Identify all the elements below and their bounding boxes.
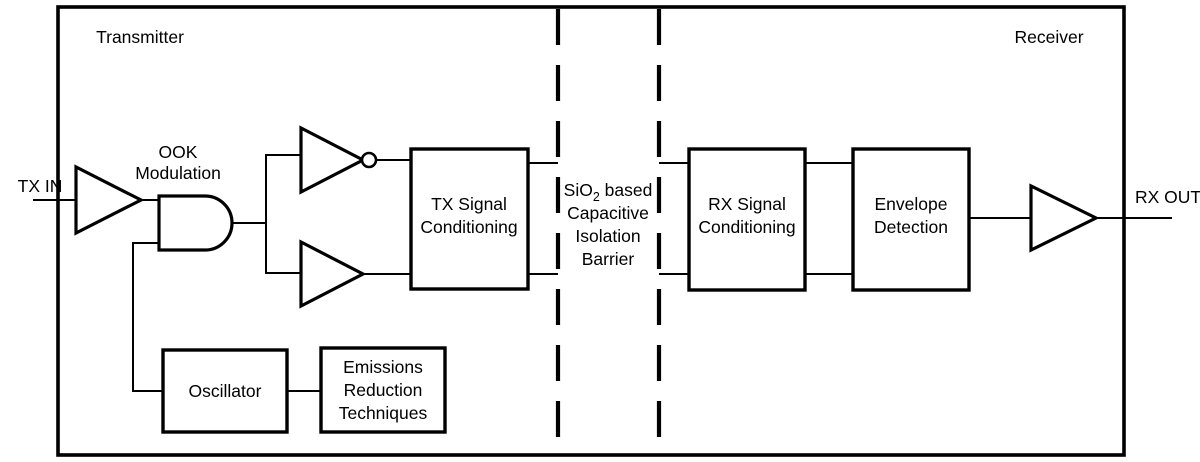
inverter-top-gate [299,125,367,195]
rx-signal-conditioning-label-line1: RX Signal [708,194,786,214]
ook-modulation-label-line1: OOK [159,142,198,162]
wire-fanout-top [265,154,301,223]
wire-fanout-bottom [265,223,301,274]
emissions-reduction-label-line3: Techniques [339,403,428,423]
device-outline [56,5,1126,457]
emissions-reduction-label-line2: Reduction [344,380,423,400]
buffer-bottom-gate [299,239,367,309]
tx-signal-conditioning-block [409,147,530,291]
tx-in-port-label: TX IN [18,176,63,196]
envelope-detection-label-line2: Detection [874,217,948,237]
rx-signal-conditioning-label-line2: Conditioning [698,217,795,237]
emissions-reduction-block [319,346,447,434]
ook-modulation-label-line2: Modulation [135,163,221,183]
inverter-bubble-icon [360,151,378,169]
oscillator-block [161,348,289,434]
tx-signal-conditioning-label-line1: TX Signal [431,194,507,214]
rx-out-port-label: RX OUT [1135,187,1200,207]
and-gate [157,194,234,252]
transmitter-section-label: Transmitter [96,27,184,47]
envelope-detection-block [851,147,971,292]
output-buffer-gate [1029,183,1100,253]
isolation-barrier-label-line3: Isolation [575,226,640,246]
isolation-barrier-label-line2: Capacitive [567,203,649,223]
envelope-detection-label-line1: Envelope [875,194,948,214]
tx-signal-conditioning-label-line2: Conditioning [420,217,517,237]
wire-oscillator-feedback [132,242,163,392]
isolation-barrier-label-line4: Barrier [582,249,635,269]
receiver-section-label: Receiver [1014,27,1083,47]
rx-signal-conditioning-block [687,147,807,292]
barrier-sio2-prefix: SiO [564,180,593,200]
input-buffer-gate [74,164,145,236]
isolation-barrier-label-line1: SiO2 based [564,180,653,204]
barrier-sio2-suffix: based [600,180,653,200]
emissions-reduction-label-line1: Emissions [343,357,423,377]
barrier-sio2-subscript: 2 [593,190,600,204]
oscillator-label: Oscillator [189,381,262,401]
